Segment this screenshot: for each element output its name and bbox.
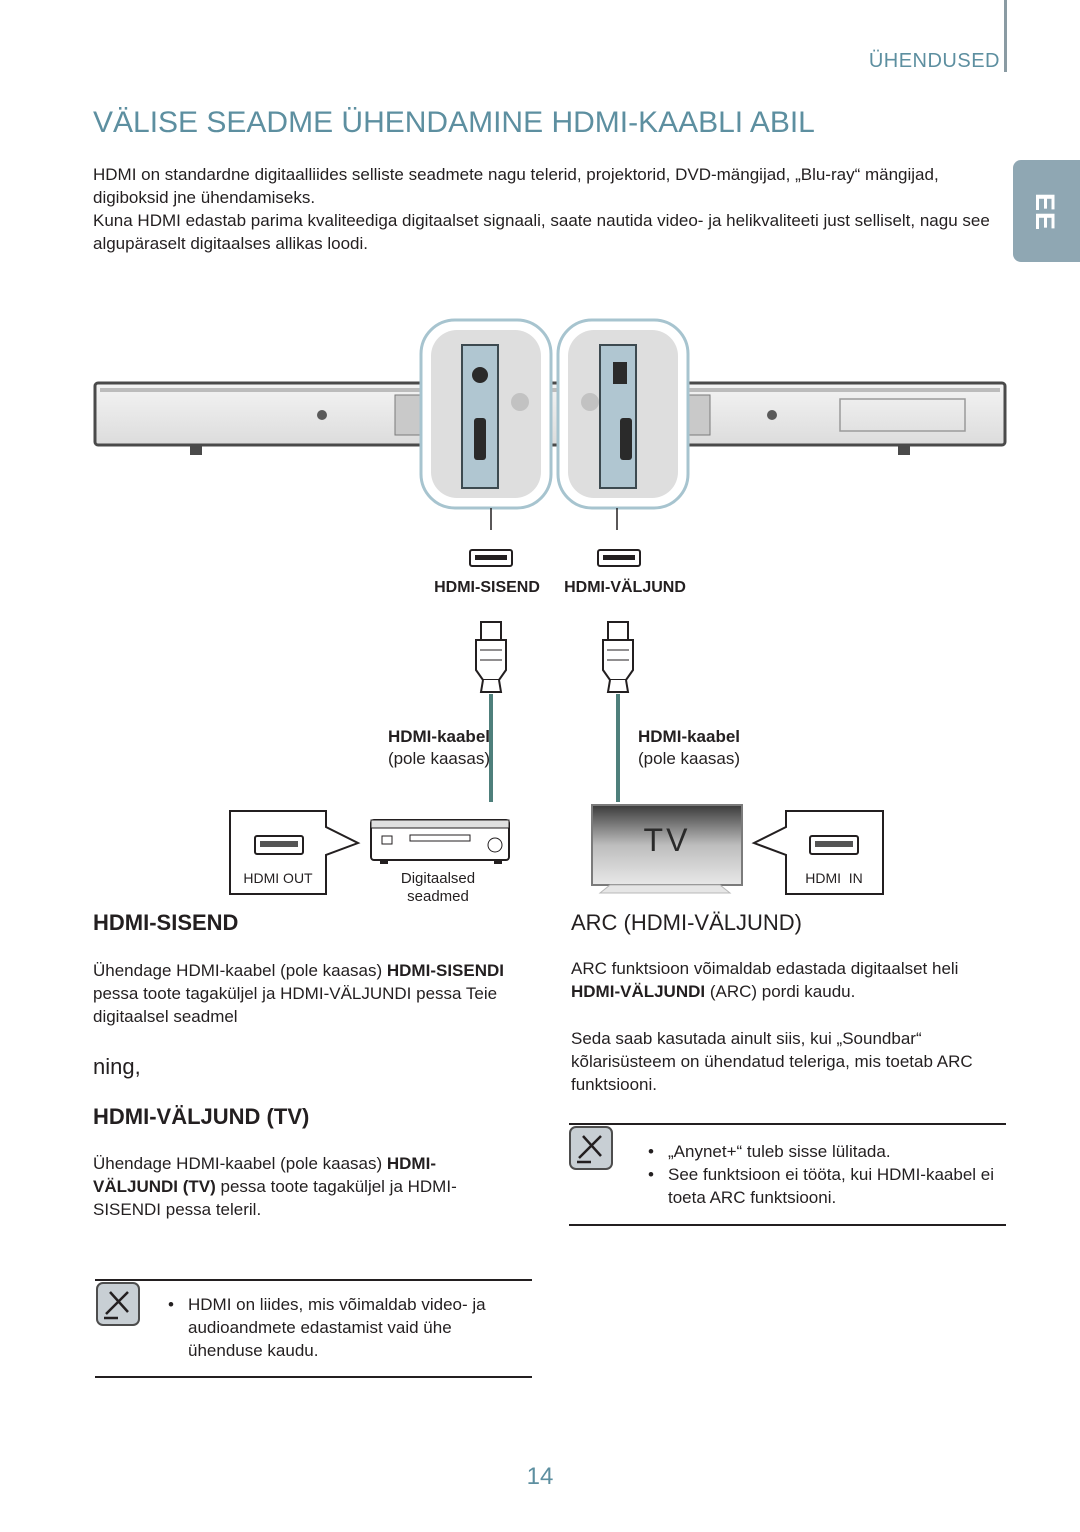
device-label: Digitaalsed seadmed: [378, 870, 498, 906]
note-list-left: HDMI on liides, mis võimaldab video- ja …: [166, 1293, 526, 1362]
cable-label-right: HDMI-kaabel (pole kaasas): [638, 726, 788, 770]
note-item: HDMI on liides, mis võimaldab video- ja …: [166, 1293, 526, 1362]
section-label: ÜHENDUSED: [868, 50, 1000, 72]
note-item: See funktsioon ei tööta, kui HDMI-kaabel…: [646, 1163, 1008, 1209]
note-top-rule: [569, 1123, 1006, 1125]
paragraph-sisend: Ühendage HDMI-kaabel (pole kaasas) HDMI-…: [93, 959, 533, 1028]
note-list-right: „Anynet+“ tuleb sisse lülitada. See funk…: [646, 1140, 1008, 1209]
hdmi-port-icon: [469, 549, 513, 567]
cable-note: (pole kaasas): [387, 749, 490, 768]
heading-arc: ARC (HDMI-VÄLJUND): [571, 910, 802, 935]
device-label-line: Digitaalsed: [400, 870, 476, 887]
tv-label: TV: [643, 822, 691, 858]
text: Ühendage HDMI-kaabel (pole kaasas): [93, 961, 387, 980]
paragraph-valjund: Ühendage HDMI-kaabel (pole kaasas) HDMI-…: [93, 1152, 513, 1221]
note-icon: [96, 1282, 140, 1326]
hdmi-cable-left: [475, 621, 507, 802]
hdmi-in-callout: [751, 810, 884, 895]
cable-label-left: HDMI-kaabel (pole kaasas): [340, 726, 490, 770]
section-divider: [1004, 0, 1007, 72]
port-label-out: HDMI-VÄLJUND: [564, 579, 686, 596]
cable-name: HDMI-kaabel: [387, 727, 490, 746]
hdmi-in-label: HDMI IN: [805, 870, 863, 886]
page-number: 14: [526, 1463, 554, 1490]
text: Ühendage HDMI-kaabel (pole kaasas): [93, 1154, 387, 1173]
text: pessa toote tagaküljel ja HDMI-SISENDI p…: [93, 1177, 457, 1219]
intro-text: HDMI on standardne digitaalliides sellis…: [93, 163, 1003, 255]
page-title: VÄLISE SEADME ÜHENDAMINE HDMI-KAABLI ABI…: [93, 106, 815, 139]
note-icon: [569, 1126, 613, 1170]
language-tab-label: EE: [1030, 192, 1061, 232]
hdmi-out-callout: [229, 810, 361, 895]
connection-diagram: [93, 318, 1007, 895]
hdmi-out-label: HDMI OUT: [243, 870, 313, 886]
digital-device-illustration: [370, 819, 510, 864]
ning-label: ning,: [93, 1054, 141, 1079]
paragraph-soundbar: Seda saab kasutada ainult siis, kui „Sou…: [571, 1029, 973, 1094]
cable-note: (pole kaasas): [638, 749, 741, 768]
note-item: „Anynet+“ tuleb sisse lülitada.: [646, 1140, 1008, 1163]
paragraph-arc: ARC funktsioon võimaldab edastada digita…: [571, 957, 1006, 1003]
tv-illustration: [591, 804, 743, 894]
zoom-right: [556, 318, 690, 510]
cable-name: HDMI-kaabel: [638, 727, 741, 746]
note-top-rule: [95, 1279, 532, 1281]
device-label-line: seadmed: [407, 888, 469, 905]
text-bold: HDMI-SISENDI: [386, 961, 504, 980]
text: pessa toote tagaküljel ja HDMI-VÄLJUNDI …: [93, 984, 498, 1026]
heading-hdmi-sisend: HDMI-SISEND: [93, 910, 239, 935]
intro-paragraph-1: HDMI on standardne digitaalliides sellis…: [93, 165, 939, 207]
language-tab: [1013, 160, 1080, 262]
text-bold: HDMI-VÄLJUNDI (TV): [93, 1154, 436, 1196]
note-bottom-rule: [569, 1224, 1006, 1226]
text-bold: HDMI-VÄLJUNDI: [571, 982, 706, 1001]
heading-hdmi-valjund-tv: HDMI-VÄLJUND (TV): [93, 1104, 310, 1129]
hdmi-port-icon: [597, 549, 641, 567]
intro-paragraph-2: Kuna HDMI edastab parima kvaliteediga di…: [93, 211, 990, 253]
text: (ARC) pordi kaudu.: [705, 982, 856, 1001]
hdmi-cable-right: [602, 621, 634, 802]
zoom-left: [419, 318, 553, 510]
port-label-in: HDMI-SISEND: [434, 579, 540, 596]
text: ARC funktsioon võimaldab edastada digita…: [571, 959, 959, 978]
note-bottom-rule: [95, 1376, 532, 1378]
